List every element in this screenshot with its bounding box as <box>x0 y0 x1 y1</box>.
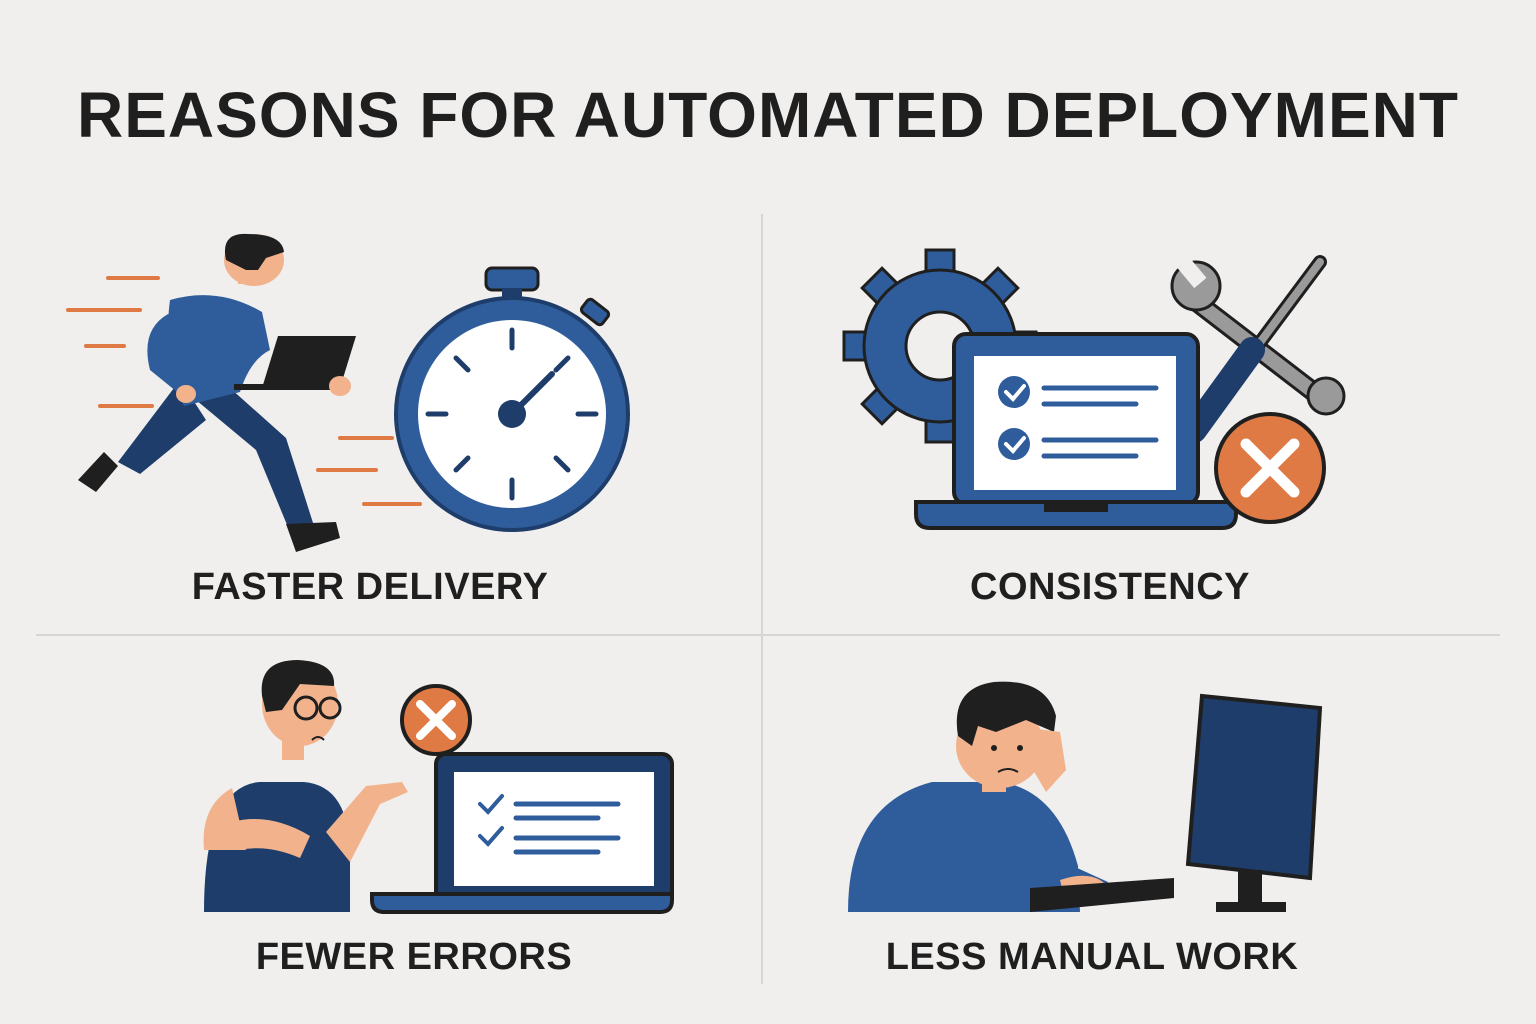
monitor-icon <box>1185 693 1323 912</box>
caption-fewer-errors: FEWER ERRORS <box>255 936 573 978</box>
fewer-errors-illustration <box>203 660 674 914</box>
laptop-checklist-icon <box>914 332 1238 530</box>
panel-consistency: CONSISTENCY <box>764 0 1536 634</box>
horizontal-divider <box>36 634 1500 636</box>
laptop-checklist-icon <box>370 752 674 914</box>
faster-delivery-illustration <box>66 233 630 552</box>
running-person-icon <box>78 233 356 552</box>
vertical-divider <box>761 214 763 984</box>
error-badge-icon <box>400 684 472 756</box>
screwdriver-icon <box>1181 255 1327 443</box>
caption-faster-delivery: FASTER DELIVERY <box>191 566 549 608</box>
laptop-icon <box>234 336 356 390</box>
panel-faster-delivery: FASTER DELIVERY <box>0 0 760 634</box>
keyboard-icon <box>1030 878 1174 912</box>
panel-less-manual-work: LESS MANUAL WORK <box>764 636 1536 1024</box>
error-badge-icon <box>1214 412 1326 524</box>
caption-less-manual-work: LESS MANUAL WORK <box>885 936 1299 978</box>
less-manual-work-illustration <box>848 681 1323 912</box>
speed-lines-icon <box>66 276 422 506</box>
caption-consistency: CONSISTENCY <box>970 566 1250 608</box>
page-title: REASONS FOR AUTOMATED DEPLOYMENT <box>77 79 1459 151</box>
tired-person-icon <box>848 681 1110 912</box>
confused-person-icon <box>203 660 408 912</box>
consistency-illustration <box>842 248 1346 530</box>
panel-fewer-errors: FEWER ERRORS <box>0 636 760 1024</box>
stopwatch-icon <box>394 266 630 532</box>
